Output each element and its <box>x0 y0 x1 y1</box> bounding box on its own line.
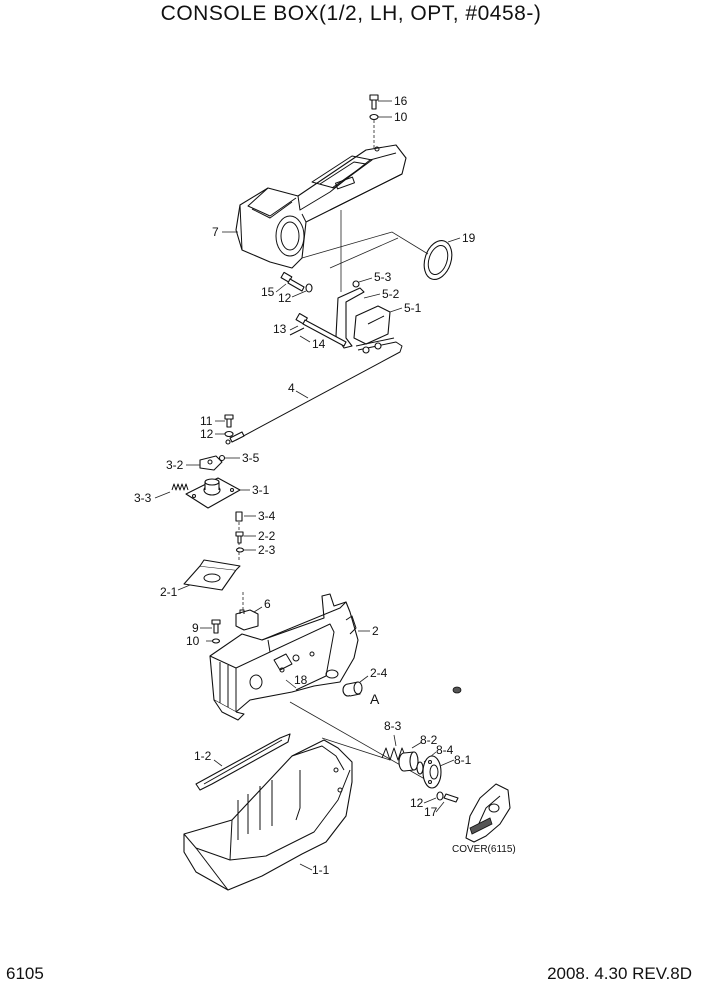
bolt-2-2 <box>235 531 244 544</box>
label-3-5: 3-5 <box>242 451 260 465</box>
cable-4 <box>225 337 403 445</box>
bracket-6 <box>235 609 259 631</box>
part-8-4 <box>416 761 424 775</box>
label-10-lower: 10 <box>186 634 200 648</box>
label-8-1: 8-1 <box>454 753 472 767</box>
label-13: 13 <box>273 322 287 336</box>
bolt-17 <box>443 793 459 803</box>
ring-19 <box>423 240 453 280</box>
label-12-c: 12 <box>410 796 424 810</box>
label-1-1: 1-1 <box>312 863 330 877</box>
label-2-2: 2-2 <box>258 529 276 543</box>
label-3-2: 3-2 <box>166 458 184 472</box>
label-5-3: 5-3 <box>374 270 392 284</box>
frame-2 <box>209 593 359 721</box>
bolt-9 <box>211 619 221 634</box>
label-8-3: 8-3 <box>384 719 402 733</box>
label-15: 15 <box>261 285 275 299</box>
bracket-2-1 <box>183 559 241 591</box>
label-a: A <box>370 691 380 707</box>
spring-3-3 <box>171 483 189 491</box>
label-3-3: 3-3 <box>134 491 152 505</box>
label-4: 4 <box>288 381 295 395</box>
date-revision: 2008. 4.30 REV.8D <box>547 964 692 983</box>
washer-12-lower <box>436 791 444 801</box>
nut-a <box>452 686 462 694</box>
washer-2-3 <box>235 547 245 553</box>
label-16: 16 <box>394 94 408 108</box>
label-7: 7 <box>212 225 219 239</box>
spring-8-3 <box>381 747 407 761</box>
label-3-4: 3-4 <box>258 509 276 523</box>
label-5-2: 5-2 <box>382 287 400 301</box>
label-2: 2 <box>372 624 379 638</box>
label-12-b: 12 <box>200 427 214 441</box>
washer-12-mid <box>224 430 234 438</box>
console-cover-7 <box>235 144 407 269</box>
label-2-4: 2-4 <box>370 666 388 680</box>
pin-5-3 <box>352 280 360 288</box>
label-17: 17 <box>424 805 438 819</box>
label-2-1: 2-1 <box>160 585 178 599</box>
label-11: 11 <box>200 414 213 428</box>
washer-10-top <box>369 113 379 121</box>
label-9: 9 <box>192 621 199 635</box>
bolt-15 <box>280 271 305 292</box>
label-8-4: 8-4 <box>436 743 454 757</box>
pin-14 <box>289 327 305 336</box>
plate-3-1 <box>185 477 241 509</box>
label-2-3: 2-3 <box>258 543 276 557</box>
label-6: 6 <box>264 597 271 611</box>
label-18: 18 <box>294 673 308 687</box>
bolt-3-4 <box>235 511 243 522</box>
bolt-11 <box>224 414 234 428</box>
label-3-1: 3-1 <box>252 483 270 497</box>
label-14: 14 <box>312 337 326 351</box>
cover-6115 <box>465 783 511 843</box>
part-8-2 <box>398 751 419 772</box>
label-12-a: 12 <box>278 291 292 305</box>
washer-12 <box>305 283 313 293</box>
disc-8-1 <box>422 755 442 789</box>
label-19: 19 <box>462 231 476 245</box>
pin-3-5 <box>218 454 226 462</box>
page-number: 6105 <box>6 964 44 983</box>
bushing-2-4 <box>342 681 363 697</box>
page-title: CONSOLE BOX(1/2, LH, OPT, #0458-) <box>160 2 542 25</box>
lower-box-1-1 <box>183 739 353 891</box>
bracket-3-2 <box>199 455 223 471</box>
label-8-2: 8-2 <box>420 733 438 747</box>
bolt-16 <box>369 94 379 110</box>
label-1-2: 1-2 <box>194 749 212 763</box>
washer-10-lower <box>211 638 221 644</box>
label-cover: COVER(6115) <box>452 844 516 855</box>
label-10-top: 10 <box>394 110 408 124</box>
pad-1-2 <box>195 733 291 791</box>
bolt-13 <box>295 312 347 347</box>
label-5-1: 5-1 <box>404 301 422 315</box>
